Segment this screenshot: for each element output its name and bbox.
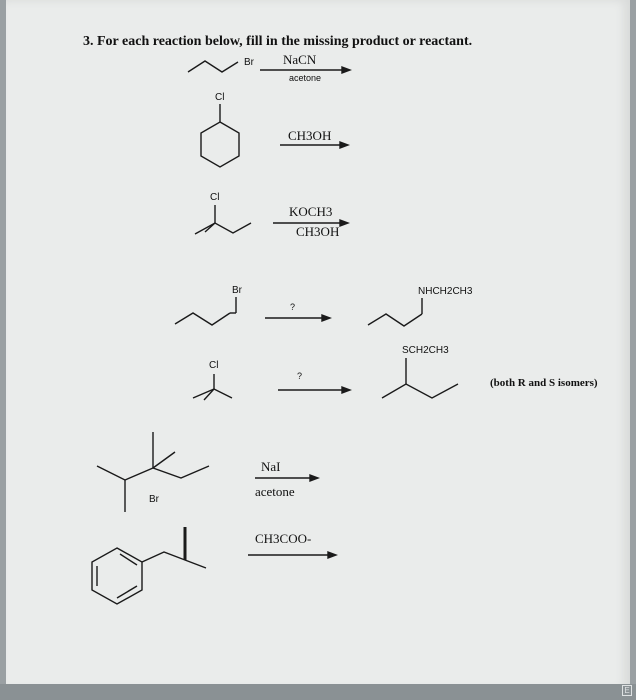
r7-reagent-top: CH3COO- (255, 531, 312, 546)
r5-arrow-head (341, 385, 352, 395)
r3-reagent-top: KOCH3 (289, 204, 333, 219)
question-number: 3. (83, 34, 94, 49)
r3-methyl (204, 222, 216, 233)
r1-arrow-head (341, 65, 352, 75)
r6-arrow-head (309, 473, 320, 483)
r7-benzene-ring (91, 547, 143, 605)
r3-arrow-head (339, 218, 350, 228)
r2-arrow-head (339, 140, 350, 150)
r5-product-chain (381, 383, 459, 399)
r3-atom-label: Cl (210, 192, 220, 203)
r7-inner-bond-3 (119, 553, 138, 566)
r6-atom-label: Br (149, 494, 159, 505)
r6-reagent-bottom: acetone (255, 484, 295, 499)
worksheet-page (6, 0, 630, 690)
r7-arrow-head (327, 550, 338, 560)
r1-reagent-bottom: acetone (289, 73, 322, 83)
r4-atom-label: Br (232, 285, 242, 296)
r7-side-chain (141, 551, 207, 569)
r5-product-group: SCH2CH3 (402, 345, 449, 356)
r6-main-chain (96, 465, 210, 481)
r5-methyl (203, 388, 215, 401)
r2-reagent-top: CH3OH (288, 128, 332, 143)
r1-reagent-top: NaCN (283, 52, 317, 67)
r5-missing-reagent: ? (297, 371, 303, 381)
r4-reactant-chain (174, 312, 231, 326)
r5-isomer-note: (both R and S isomers) (490, 377, 598, 389)
r2-atom-label: Cl (215, 92, 225, 103)
r1-chain (187, 60, 239, 73)
question-prompt: For each reaction below, fill in the mis… (97, 34, 473, 49)
r5-atom-label: Cl (209, 360, 219, 371)
window-corner-icon: E (622, 685, 632, 696)
r2-ring (200, 121, 240, 168)
r4-missing-reagent: ? (290, 302, 296, 312)
r7-inner-bond-2 (116, 585, 138, 599)
r3-chain (194, 222, 252, 235)
question-title: 3. For each reaction below, fill in the … (83, 34, 472, 50)
r3-reagent-bottom: CH3OH (296, 224, 340, 239)
screen-bottom-bar: E (0, 684, 636, 700)
r4-product-chain (367, 313, 423, 327)
r6-reagent-top: NaI (261, 459, 281, 474)
r6-branch (152, 451, 176, 469)
r4-product-group: NHCH2CH3 (418, 286, 473, 297)
r4-arrow-head (321, 313, 332, 323)
r1-atom-label: Br (244, 57, 254, 68)
